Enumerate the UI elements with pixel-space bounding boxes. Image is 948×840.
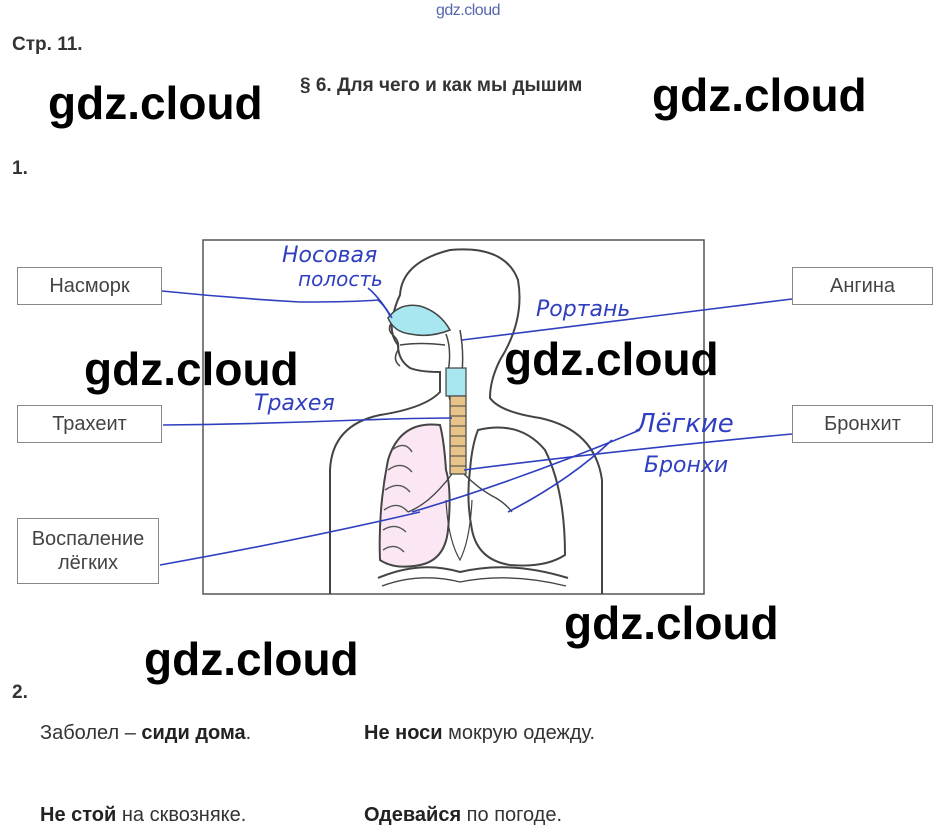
hw-bronchi: Бронхи [644, 453, 728, 478]
watermark: gdz.cloud [84, 343, 299, 395]
face-profile [388, 321, 401, 367]
watermark: gdz.cloud [504, 333, 719, 385]
line-angina [461, 298, 793, 341]
bronchus-left [407, 473, 453, 513]
left-lung-shape [378, 423, 451, 568]
box-pneumonia-line1: Воспаление [31, 528, 145, 550]
box-runny-nose: Насморк [17, 267, 162, 305]
diaphragm-lower [381, 577, 567, 587]
box-tracheitis: Трахеит [17, 405, 162, 443]
hw-trachea: Трахея [254, 391, 335, 416]
page-reference: Стр. 11. [12, 34, 83, 55]
right-lung-shape [467, 426, 567, 567]
rule-wet-clothes: Не носи мокрую одежду. [364, 722, 596, 744]
line-runny-nose [161, 290, 391, 317]
diagram-frame [202, 239, 705, 595]
trachea-shape [449, 395, 467, 475]
site-watermark-small: gdz.cloud [436, 2, 501, 19]
hw-larynx: Рортань [536, 297, 630, 322]
watermark: gdz.cloud [652, 69, 867, 121]
rule-stay-home: Заболел – сиди дома. [40, 722, 252, 744]
hw-nasal-line2: полость [298, 267, 383, 291]
line-pneumonia [159, 511, 421, 566]
watermark: gdz.cloud [564, 597, 779, 649]
section-title: § 6. Для чего и как мы дышим [300, 75, 583, 96]
rule-weather: Одевайся по погоде. [364, 804, 563, 826]
connector-lines [159, 287, 793, 566]
line-bronchi [507, 439, 613, 513]
ribs-left [382, 444, 413, 553]
line-tracheitis [162, 417, 453, 426]
box-bronchitis: Бронхит [792, 405, 933, 443]
watermark: gdz.cloud [144, 633, 359, 685]
larynx-shape [445, 367, 467, 397]
box-pneumonia: Воспаление лёгких [17, 518, 159, 584]
line-bronchitis [463, 433, 793, 471]
bronchus-right [463, 473, 513, 513]
hw-lungs: Лёгкие [635, 409, 734, 439]
rule-draft: Не стой на сквозняке. [40, 804, 247, 826]
task-1-number: 1. [12, 158, 28, 179]
task-2-number: 2. [12, 682, 28, 703]
line-nasal-pointer [367, 287, 393, 319]
watermark: gdz.cloud [48, 77, 263, 129]
palate-line [399, 342, 446, 346]
mediastinum [445, 499, 473, 562]
nasal-cavity-shape [387, 304, 452, 337]
box-angina: Ангина [792, 267, 933, 305]
hw-nasal-line1: Носовая [282, 243, 377, 268]
box-pneumonia-line2: лёгких [57, 552, 118, 574]
diaphragm [377, 566, 569, 579]
body-outline [329, 248, 603, 594]
